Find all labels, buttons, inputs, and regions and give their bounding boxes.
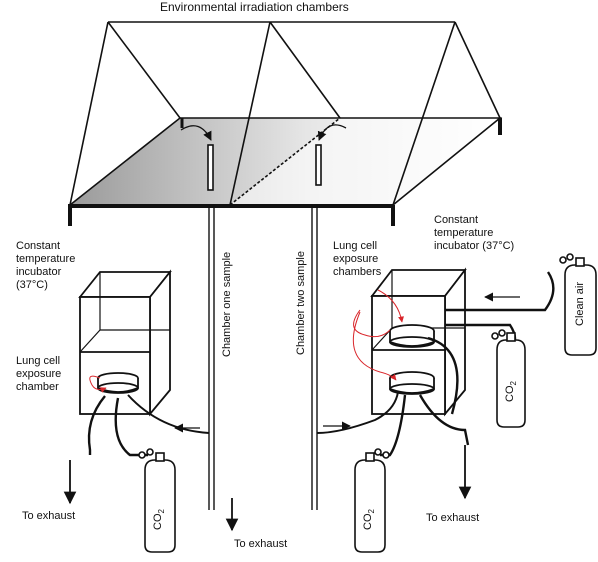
left-chamber-pointer bbox=[89, 375, 107, 393]
label-line: Constant bbox=[434, 214, 479, 226]
left-exhaust-label: To exhaust bbox=[22, 510, 76, 522]
label-line: exposure bbox=[333, 253, 379, 265]
left-chamber-label: Lung cell exposure chamber bbox=[16, 355, 61, 394]
right-exhaust-label: To exhaust bbox=[426, 512, 480, 524]
chamber-one-sample-label: Chamber one sample bbox=[221, 251, 233, 357]
right-co2-upper-label: CO2 bbox=[504, 381, 518, 402]
diagram-title: Environmental irradiation chambers bbox=[160, 0, 349, 14]
sample-lines bbox=[208, 205, 318, 532]
left-tubing bbox=[63, 394, 210, 505]
label-line: Lung cell bbox=[333, 240, 378, 252]
co2-subscript: 2 bbox=[157, 509, 167, 514]
chamber-two-sample-label: Chamber two sample bbox=[295, 251, 307, 355]
label-line: chamber bbox=[16, 381, 59, 393]
left-co2-label: CO2 bbox=[152, 509, 166, 530]
label-line: exposure bbox=[16, 368, 62, 380]
irradiation-chambers bbox=[68, 21, 503, 226]
label-line: (37°C) bbox=[16, 279, 48, 291]
label-line: Lung cell bbox=[16, 355, 61, 367]
label-line: temperature bbox=[434, 227, 494, 239]
left-incubator bbox=[78, 269, 172, 417]
co2-subscript: 2 bbox=[509, 381, 519, 386]
co2-text: CO bbox=[504, 385, 516, 403]
label-line: Constant bbox=[16, 240, 61, 252]
co2-text: CO bbox=[362, 513, 374, 531]
clean-air-cylinder bbox=[559, 253, 597, 356]
label-line: chambers bbox=[333, 266, 382, 278]
label-line: incubator bbox=[16, 266, 62, 278]
center-exhaust-label: To exhaust bbox=[234, 538, 288, 550]
co2-text: CO bbox=[152, 513, 164, 531]
label-line: incubator (37°C) bbox=[434, 240, 515, 252]
right-incubator bbox=[370, 267, 467, 417]
right-co2-lower-label: CO2 bbox=[362, 509, 376, 530]
co2-subscript: 2 bbox=[367, 509, 377, 514]
label-line: temperature bbox=[16, 253, 76, 265]
right-chamber-label: Lung cell exposure chambers bbox=[333, 240, 381, 279]
right-co2-cylinder-lower bbox=[354, 448, 390, 553]
right-chamber-pointers bbox=[352, 289, 404, 381]
left-co2-cylinder bbox=[138, 448, 176, 553]
clean-air-label: Clean air bbox=[574, 281, 586, 326]
right-incubator-label: Constant temperature incubator (37°C) bbox=[434, 214, 514, 253]
right-co2-cylinder-upper bbox=[491, 329, 526, 428]
left-incubator-label: Constant temperature incubator (37°C) bbox=[16, 240, 75, 292]
